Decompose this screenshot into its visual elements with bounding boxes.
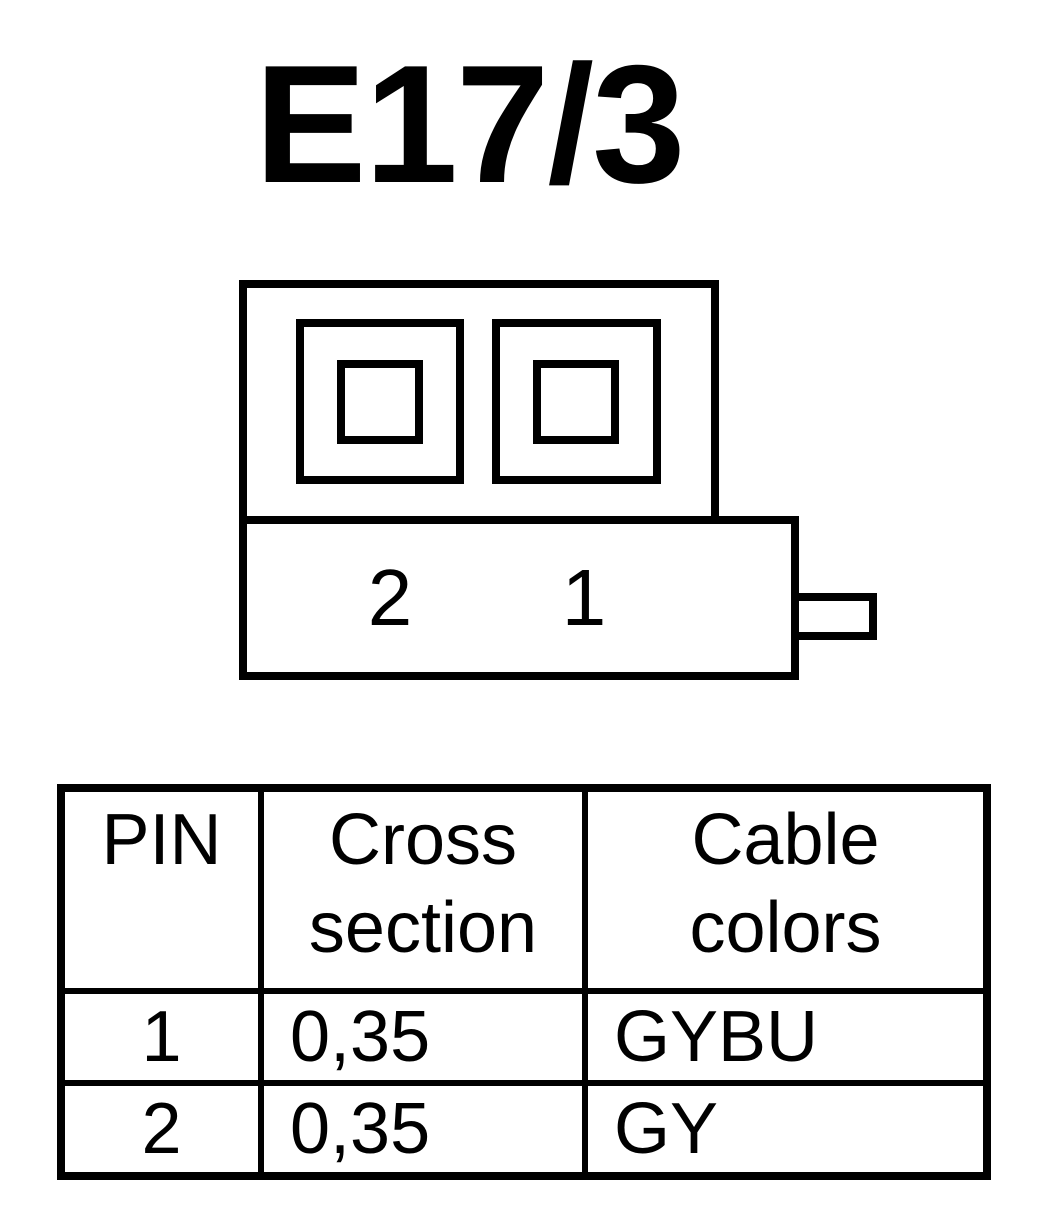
cavity-1-terminal xyxy=(533,360,619,444)
table-row: 2 0,35 GY xyxy=(58,1080,990,1179)
header-cable-colors-line-2: colors xyxy=(689,888,882,968)
header-cable-colors: Cable colors xyxy=(582,785,990,994)
row-2-cable-color: GY xyxy=(582,1080,990,1179)
pin-assignment-table: PIN Cross section Cable colors 1 0,35 GY… xyxy=(57,784,991,1180)
connector-lower-housing xyxy=(239,516,799,680)
connector-diagram: 2 1 xyxy=(239,280,877,680)
row-2-cross-section: 0,35 xyxy=(258,1080,588,1179)
table-row: 1 0,35 GYBU xyxy=(58,988,990,1086)
header-pin: PIN xyxy=(58,785,264,994)
pin-label-1: 1 xyxy=(562,553,607,642)
row-1-cable-color: GYBU xyxy=(582,988,990,1086)
row-2-pin: 2 xyxy=(58,1080,264,1179)
locking-tab xyxy=(791,593,877,640)
pin-label-2: 2 xyxy=(368,553,413,642)
header-cross-section: Cross section xyxy=(258,785,588,994)
cavity-2-terminal xyxy=(337,360,423,444)
header-cable-colors-line-1: Cable xyxy=(691,800,880,880)
cavity-1-outline xyxy=(492,319,661,484)
header-cross-section-line-1: Cross xyxy=(328,800,517,880)
table-header-row: PIN Cross section Cable colors xyxy=(58,785,990,994)
header-cross-section-line-2: section xyxy=(308,888,538,968)
connector-title: E17/3 xyxy=(254,30,685,218)
row-1-cross-section: 0,35 xyxy=(258,988,588,1086)
header-pin-label: PIN xyxy=(101,800,222,880)
row-1-pin: 1 xyxy=(58,988,264,1086)
cavity-2-outline xyxy=(296,319,464,484)
